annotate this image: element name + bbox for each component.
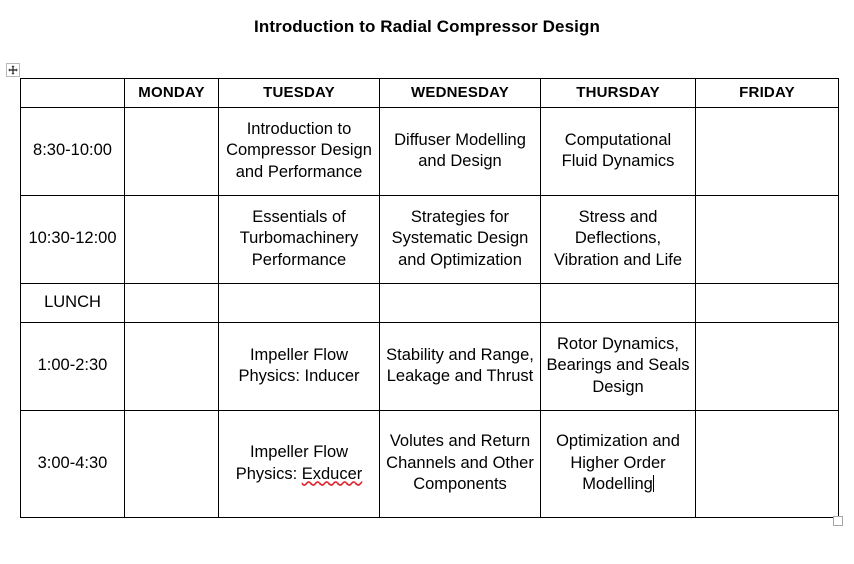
cell-wednesday[interactable]: Strategies for Systematic Design and Opt… — [379, 194, 541, 284]
header-cell-friday[interactable]: FRIDAY — [695, 78, 839, 108]
header-cell-thursday[interactable]: THURSDAY — [540, 78, 696, 108]
table-row-lunch: LUNCH — [20, 282, 839, 323]
text-cursor-caret — [652, 475, 654, 493]
cell-thursday[interactable]: Stress and Deflections, Vibration and Li… — [540, 194, 696, 284]
time-label[interactable]: 3:00-4:30 — [20, 409, 125, 518]
schedule-table[interactable]: MONDAY TUESDAY WEDNESDAY THURSDAY FRIDAY… — [20, 78, 839, 518]
time-label[interactable]: 1:00-2:30 — [20, 321, 125, 411]
page-title: Introduction to Radial Compressor Design — [254, 17, 600, 36]
cell-tuesday[interactable] — [218, 282, 380, 323]
cell-tuesday[interactable]: Introduction to Compressor Design and Pe… — [218, 106, 380, 196]
cell-tuesday[interactable]: Essentials of Turbomachinery Performance — [218, 194, 380, 284]
time-label[interactable]: 8:30-10:00 — [20, 106, 125, 196]
four-arrow-cross-glyph — [8, 65, 18, 75]
cell-tuesday[interactable]: Impeller Flow Physics: Inducer — [218, 321, 380, 411]
header-cell-monday[interactable]: MONDAY — [124, 78, 219, 108]
cell-monday[interactable] — [124, 321, 219, 411]
cell-monday[interactable] — [124, 282, 219, 323]
misspelled-word[interactable]: Exducer — [301, 464, 363, 483]
cell-monday[interactable] — [124, 409, 219, 518]
lunch-label[interactable]: LUNCH — [20, 282, 125, 323]
table-header-row: MONDAY TUESDAY WEDNESDAY THURSDAY FRIDAY — [20, 78, 839, 108]
cell-friday[interactable] — [695, 106, 839, 196]
cell-friday[interactable] — [695, 194, 839, 284]
header-cell-wednesday[interactable]: WEDNESDAY — [379, 78, 541, 108]
cell-thursday-text: Optimization and Higher Order Modelling — [556, 432, 680, 494]
table-row: 3:00-4:30 Impeller Flow Physics: Exducer… — [20, 409, 839, 518]
cell-thursday[interactable]: Optimization and Higher Order Modelling — [540, 409, 696, 518]
table-row: 10:30-12:00 Essentials of Turbomachinery… — [20, 194, 839, 284]
table-row: 8:30-10:00 Introduction to Compressor De… — [20, 106, 839, 196]
cell-friday[interactable] — [695, 282, 839, 323]
cell-monday[interactable] — [124, 106, 219, 196]
cell-thursday[interactable]: Rotor Dynamics, Bearings and Seals Desig… — [540, 321, 696, 411]
cell-wednesday[interactable]: Stability and Range, Leakage and Thrust — [379, 321, 541, 411]
table-move-handle-icon[interactable] — [6, 63, 20, 77]
cell-tuesday[interactable]: Impeller Flow Physics: Exducer — [218, 409, 380, 518]
cell-friday[interactable] — [695, 321, 839, 411]
table-resize-handle-icon[interactable] — [833, 516, 843, 526]
schedule-table-container: MONDAY TUESDAY WEDNESDAY THURSDAY FRIDAY… — [20, 78, 839, 518]
cell-tuesday-text: Impeller Flow Physics: — [235, 443, 349, 483]
cell-wednesday[interactable]: Volutes and Return Channels and Other Co… — [379, 409, 541, 518]
cell-wednesday[interactable]: Diffuser Modelling and Design — [379, 106, 541, 196]
cell-friday[interactable] — [695, 409, 839, 518]
table-row: 1:00-2:30 Impeller Flow Physics: Inducer… — [20, 321, 839, 411]
header-cell-blank[interactable] — [20, 78, 125, 108]
cell-thursday[interactable]: Computational Fluid Dynamics — [540, 106, 696, 196]
cell-monday[interactable] — [124, 194, 219, 284]
header-cell-tuesday[interactable]: TUESDAY — [218, 78, 380, 108]
time-label[interactable]: 10:30-12:00 — [20, 194, 125, 284]
cell-thursday[interactable] — [540, 282, 696, 323]
cell-wednesday[interactable] — [379, 282, 541, 323]
